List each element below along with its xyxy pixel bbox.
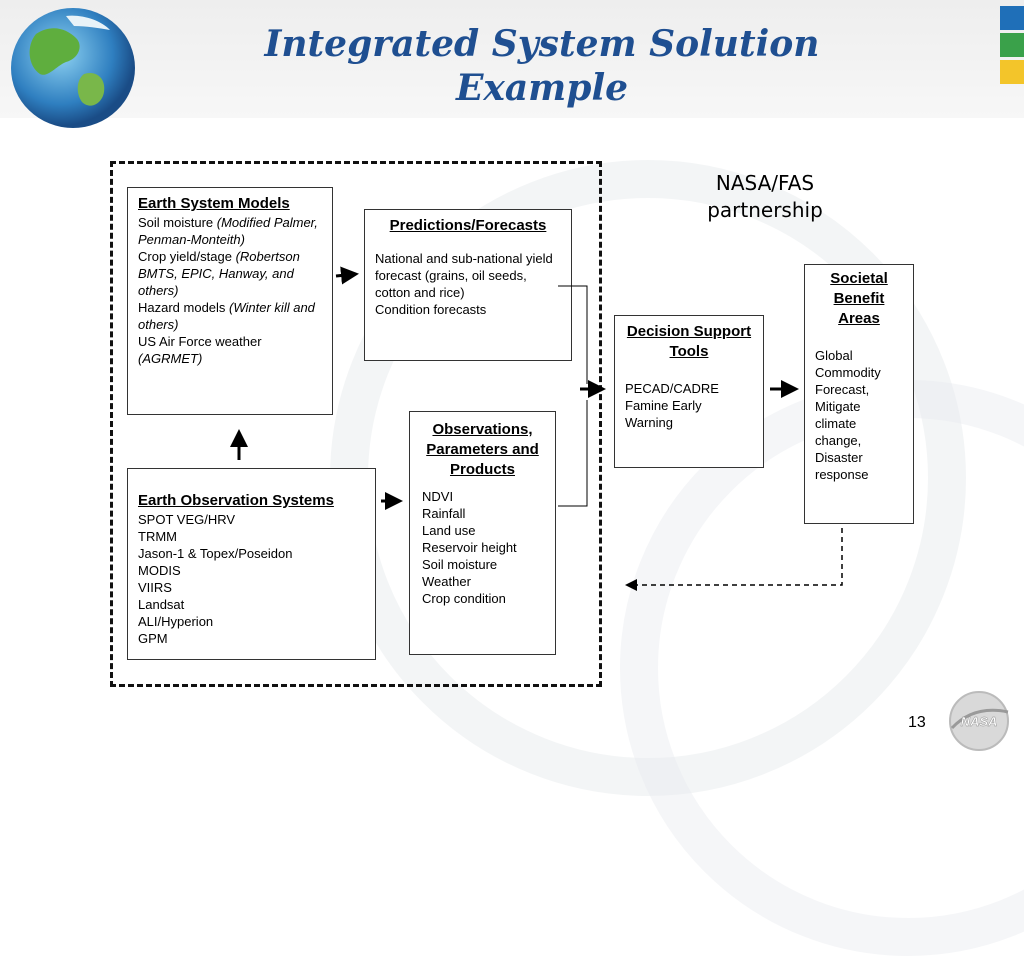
nasa-logo-text: NASA (961, 714, 998, 729)
benefit-item: Mitigate climate change, (815, 399, 862, 448)
decision-support-tools-box: Decision Support Tools PECAD/CADRE Famin… (614, 315, 764, 468)
globe-icon (11, 8, 135, 128)
sensor-item: Jason-1 & Topex/Poseidon (138, 546, 293, 561)
model-item: US Air Force weather (AGRMET) (138, 334, 262, 366)
title-line-1: Integrated System Solution (264, 23, 820, 65)
earth-observation-systems-title: Earth Observation Systems (138, 492, 334, 509)
sensor-item: Landsat (138, 597, 185, 612)
partnership-label: NASA/FAS partnership (690, 170, 840, 224)
sensor-item: VIIRS (138, 580, 172, 595)
benefit-item: Disaster response (815, 450, 869, 482)
prediction-item: Condition forecasts (375, 302, 487, 317)
predictions-forecasts-box: Predictions/Forecasts National and sub-n… (364, 209, 572, 361)
arrow-models-to-predictions (335, 266, 359, 285)
partnership-line-2: partnership (707, 198, 823, 222)
earth-observation-systems-box: Earth Observation Systems SPOT VEG/HRV T… (127, 468, 376, 660)
observation-item: Soil moisture (422, 557, 498, 572)
decision-support-title: Decision Support Tools (626, 323, 752, 360)
partnership-line-1: NASA/FAS (715, 171, 815, 195)
prediction-item: National and sub-national yield forecast… (375, 251, 553, 300)
observation-item: Crop condition (422, 591, 506, 606)
observations-title: Observations, Parameters and Products (426, 421, 539, 478)
observation-item: Rainfall (422, 506, 466, 521)
model-item: Hazard models (Winter kill and others) (138, 300, 315, 332)
feedback-dashed-arrow (625, 528, 843, 591)
benefit-item: Global Commodity Forecast, (815, 348, 881, 397)
sensor-item: ALI/Hyperion (138, 614, 214, 629)
societal-benefit-title: Societal Benefit Areas (830, 270, 888, 327)
societal-benefit-areas-box: Societal Benefit Areas Global Commodity … (804, 264, 914, 524)
earth-system-models-box: Earth System Models Soil moisture (Modif… (127, 187, 333, 415)
decision-item: PECAD/CADRE (625, 381, 719, 396)
observation-item: Reservoir height (422, 540, 517, 555)
brand-squares (1000, 6, 1024, 87)
yellow-square (1000, 60, 1024, 84)
model-item: Soil moisture (Modified Palmer, Penman-M… (138, 215, 318, 247)
page-number: 13 (908, 714, 926, 731)
header-band (0, 0, 1024, 118)
sensor-item: SPOT VEG/HRV (138, 512, 236, 527)
observations-box: Observations, Parameters and Products ND… (409, 411, 556, 655)
blue-square (1000, 6, 1024, 30)
nasa-logo-icon: NASA (949, 691, 1009, 751)
slide-title: Integrated System Solution Example (0, 22, 1024, 110)
earth-system-models-title: Earth System Models (138, 195, 290, 212)
decision-item: Famine Early Warning (625, 398, 702, 430)
connector-lines (230, 266, 843, 591)
bracket-predictions (558, 285, 588, 384)
sensor-item: GPM (138, 631, 168, 646)
sensor-item: MODIS (138, 563, 181, 578)
model-item: Crop yield/stage (Robertson BMTS, EPIC, … (138, 249, 300, 298)
green-square (1000, 33, 1024, 57)
observation-item: Weather (422, 574, 471, 589)
observation-item: Land use (422, 523, 476, 538)
title-line-2: Example (455, 67, 629, 109)
predictions-title: Predictions/Forecasts (389, 217, 547, 234)
observation-item: NDVI (422, 489, 454, 504)
sensor-item: TRMM (138, 529, 177, 544)
integrated-system-frame (110, 161, 602, 687)
bracket-observations (558, 400, 588, 507)
